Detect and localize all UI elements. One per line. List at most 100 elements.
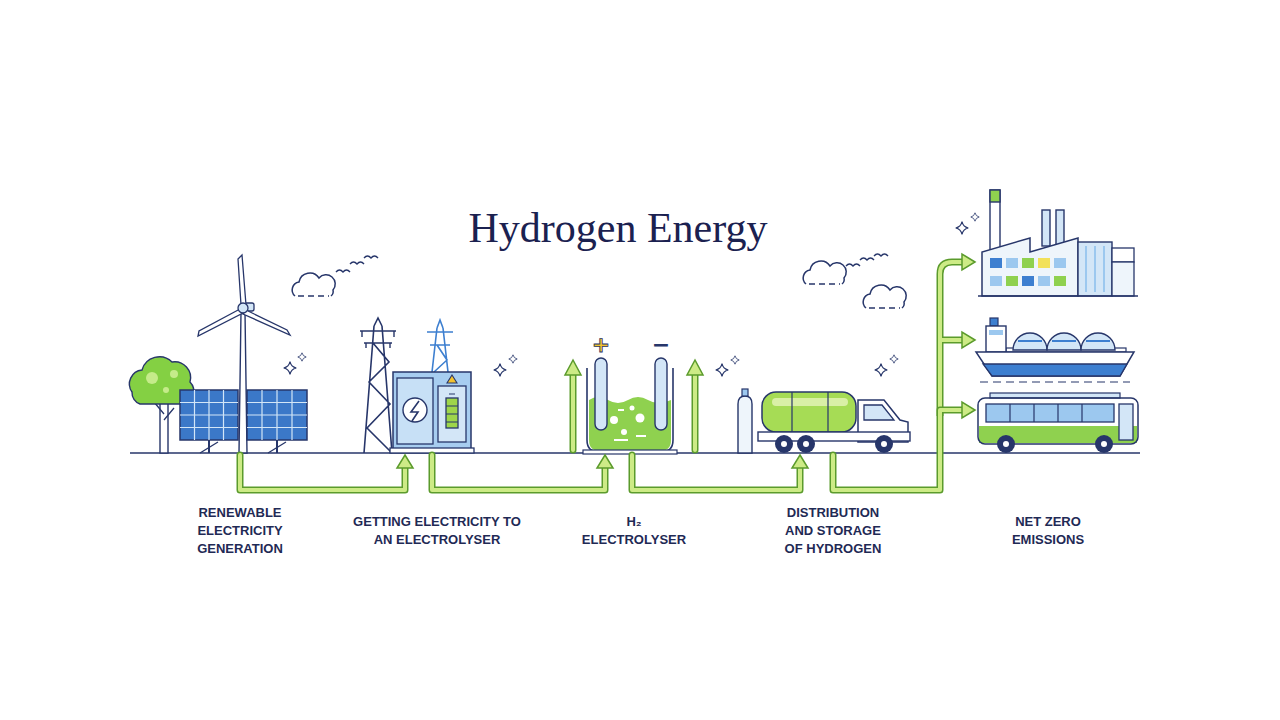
factory-icon xyxy=(1038,258,1050,268)
bus-icon xyxy=(986,404,1114,422)
tanker-truck-icon xyxy=(775,435,793,453)
transformer-icon xyxy=(446,394,458,422)
factory-icon xyxy=(1056,210,1064,246)
factory-icon xyxy=(990,190,1000,202)
arrow-outline xyxy=(632,455,800,490)
arrow-outline xyxy=(240,455,405,490)
factory-icon xyxy=(1006,276,1018,286)
stage-label: NET ZERO EMISSIONS xyxy=(1007,513,1089,549)
tree-icon xyxy=(160,398,168,453)
solar-panel-icon xyxy=(180,390,238,440)
tanker-truck-icon xyxy=(772,398,848,406)
electrolyser-icon xyxy=(630,406,635,411)
factory-icon xyxy=(1042,210,1050,246)
sky-decoration xyxy=(336,270,350,272)
sky-decoration xyxy=(292,273,335,296)
solar-panel-icon xyxy=(247,390,307,440)
arrow-outline xyxy=(432,455,605,490)
arrow-head xyxy=(792,455,808,468)
stage-caption: NET ZERO EMISSIONS xyxy=(1007,513,1089,549)
stage-node: RENEWABLE ELECTRICITY GENERATION xyxy=(170,255,312,455)
ship-icon xyxy=(976,318,1134,382)
ship-icon xyxy=(1018,340,1110,342)
arrow-body xyxy=(833,410,965,490)
sky-decoration xyxy=(716,364,729,377)
electrolyser-icon xyxy=(621,429,627,435)
arrow-outline xyxy=(833,410,965,490)
factory-icon xyxy=(1054,258,1066,268)
stage-caption: GETTING ELECTRICITY TO AN ELECTROLYSER xyxy=(353,513,521,549)
factory-icon xyxy=(1038,276,1050,286)
tree-icon xyxy=(163,387,169,393)
pylon-icon xyxy=(427,320,453,372)
solar-panel-icon xyxy=(180,390,238,440)
factory-icon xyxy=(1086,246,1104,292)
electrolyser-icon xyxy=(636,414,645,423)
pylon-icon xyxy=(362,331,394,348)
tanker-truck-icon xyxy=(792,392,828,432)
sky-decoration xyxy=(863,285,906,308)
solar-panel-icon xyxy=(200,442,218,453)
diagram-title: Hydrogen Energy xyxy=(418,203,818,253)
transformer-icon xyxy=(446,398,458,428)
electrolyser-icon xyxy=(610,416,618,424)
sky-decoration xyxy=(731,356,739,364)
stage-node: NET ZERO EMISSIONS xyxy=(975,188,1140,455)
flow-arrow xyxy=(632,455,808,490)
flow-arrow xyxy=(240,455,413,490)
arrow-body xyxy=(432,455,605,490)
arrow-head xyxy=(597,455,613,468)
bus-icon xyxy=(1119,404,1133,440)
wind-turbine-icon xyxy=(239,312,247,453)
tanker-truck-icon xyxy=(762,392,856,432)
sky-decoration xyxy=(846,264,860,266)
arrow-body xyxy=(240,455,405,490)
flow-arrow xyxy=(432,455,613,490)
solar-panel-icon xyxy=(180,390,307,453)
electrolyser-icon xyxy=(571,374,575,450)
stage-node: DISTRIBUTION AND STORAGE OF HYDROGEN xyxy=(735,380,912,455)
arrow-head xyxy=(397,455,413,468)
tree-icon xyxy=(146,372,158,384)
gas-cylinder-icon xyxy=(742,389,748,396)
factory-icon xyxy=(1022,276,1034,286)
stage-label: DISTRIBUTION AND STORAGE OF HYDROGEN xyxy=(778,504,888,558)
sky-decoration xyxy=(364,256,378,258)
gas-cylinder-icon xyxy=(738,396,752,453)
transformer-icon xyxy=(403,398,427,422)
branch-arrows xyxy=(962,332,975,348)
wind-turbine-icon xyxy=(243,310,290,335)
tanker-truck-icon xyxy=(781,441,787,447)
bus-icon xyxy=(1010,404,1082,422)
sky-decoration xyxy=(494,364,507,377)
wind-turbine-icon xyxy=(238,303,248,313)
tree-icon xyxy=(170,370,178,378)
sky-decoration xyxy=(284,362,297,375)
transformer-icon xyxy=(390,372,474,453)
sky-decoration xyxy=(803,261,846,284)
sky-decoration xyxy=(860,258,874,260)
electrolyser-icon xyxy=(565,360,581,375)
tanker-truck-icon xyxy=(881,441,887,447)
branch-arrows xyxy=(940,262,962,416)
ship-icon xyxy=(983,364,1127,376)
tanker-truck-icon xyxy=(864,405,894,420)
transformer-icon xyxy=(393,372,471,450)
stage-node: GETTING ELECTRICITY TO AN ELECTROLYSER xyxy=(352,320,475,455)
factory-icon xyxy=(1112,262,1134,296)
pylon-icon xyxy=(360,318,396,453)
factory-icon xyxy=(1022,258,1034,268)
stage-caption: H₂ ELECTROLYSER xyxy=(578,513,690,549)
bus-icon xyxy=(1003,441,1009,447)
electrolyser-icon xyxy=(693,374,697,450)
factory-icon xyxy=(1006,258,1018,268)
polarity-sign: + xyxy=(592,333,610,357)
branch-arrows xyxy=(962,254,975,270)
factory-icon xyxy=(990,190,1000,252)
stage-caption: RENEWABLE ELECTRICITY GENERATION xyxy=(188,504,292,558)
